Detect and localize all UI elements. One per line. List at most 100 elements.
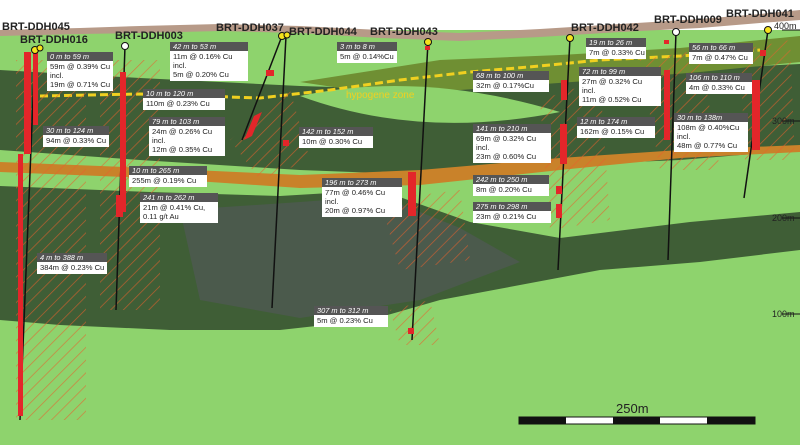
callout-header-box	[47, 52, 113, 61]
callout-interval: 79 m to 103 m	[152, 117, 199, 126]
intercept-callout: 307 m to 312 m5m @ 0.23% Cu	[314, 306, 388, 327]
callout-body-box	[579, 76, 661, 106]
callout-interval: 242 m to 250 m	[475, 175, 527, 184]
callout-grade: 162m @ 0.15% Cu	[580, 127, 644, 136]
callout-interval: 241 m to 262 m	[142, 193, 194, 202]
callout-grade: 108m @ 0.40%Cu	[677, 123, 739, 132]
hole-label: BRT-DDH041	[726, 8, 794, 20]
callout-grade: 69m @ 0.32% Cu	[476, 134, 536, 143]
intercept-callout: 56 m to 66 m7m @ 0.47% Cu	[689, 43, 753, 64]
callout-header-box	[299, 127, 373, 136]
callout-grade: incl.	[476, 143, 490, 152]
callout-header-box	[314, 306, 388, 315]
callout-grade: 24m @ 0.26% Cu	[152, 127, 212, 136]
callout-header-box	[37, 253, 107, 262]
callout-grade: 11m @ 0.16% Cu	[173, 52, 233, 61]
hole-label: BRT-DDH009	[654, 14, 722, 26]
elevation-axis: 400m 300m 200m 100m	[772, 21, 800, 319]
callout-header-box	[473, 202, 551, 211]
callout-grade: 5m @ 0.14%Cu	[340, 52, 394, 61]
callout-body-box	[37, 262, 107, 274]
collar-ddh042	[566, 34, 574, 42]
callout-grade: 21m @ 0.41% Cu,	[143, 203, 205, 212]
callout-grade: 0.11 g/t Au	[143, 212, 179, 221]
callout-header-box	[149, 117, 225, 126]
callout-header-box	[586, 38, 646, 47]
collars	[31, 26, 772, 54]
callout-grade: 19m @ 0.71% Cu	[50, 80, 110, 89]
callout-grade: 7m @ 0.47% Cu	[692, 53, 748, 62]
topography-band	[0, 10, 800, 41]
callout-grade: incl.	[325, 197, 339, 206]
callout-header-box	[674, 113, 748, 122]
callout-body-box	[674, 122, 748, 152]
callout-body-box	[47, 61, 113, 91]
hole-label: BRT-DDH043	[370, 26, 438, 38]
callout-grade: 384m @ 0.23% Cu	[40, 263, 104, 272]
callout-grade: 5m @ 0.23% Cu	[317, 316, 373, 325]
collar-ddh043	[424, 38, 432, 46]
collar-ddh009	[672, 28, 680, 36]
callout-interval: 72 m to 99 m	[582, 67, 625, 76]
callout-grade: 27m @ 0.32% Cu	[582, 77, 642, 86]
callout-grade: 110m @ 0.23% Cu	[146, 99, 210, 108]
callout-body-box	[686, 82, 752, 94]
hole-label: BRT-DDH042	[571, 22, 639, 34]
callout-grade: incl.	[582, 86, 596, 95]
light-lens	[300, 86, 560, 123]
callout-grade: 94m @ 0.33% Cu	[46, 136, 106, 145]
callout-body-box	[577, 126, 655, 138]
callout-body-box	[299, 136, 373, 148]
callout-header-box	[473, 124, 551, 133]
elevation-label: 400m	[774, 21, 797, 31]
callout-body-box	[322, 187, 402, 217]
hole-label: BRT-DDH016	[20, 34, 88, 46]
intercept-callout: 19 m to 26 m7m @ 0.33% Cu	[586, 38, 646, 59]
callout-grade: 48m @ 0.77% Cu	[677, 141, 737, 150]
callout-grade: 255m @ 0.19% Cu	[132, 176, 196, 185]
hypogene-zone-label: hypogene zone	[346, 90, 415, 101]
callout-body-box	[170, 51, 248, 81]
hole-label: BRT-DDH045	[2, 21, 70, 33]
callout-header-box	[140, 193, 218, 202]
callout-grade: 59m @ 0.39% Cu	[50, 62, 110, 71]
callout-header-box	[129, 166, 207, 175]
callout-body-box	[143, 98, 225, 110]
elevation-label: 100m	[772, 309, 795, 319]
callout-header-box	[686, 73, 752, 82]
callout-interval: 4 m to 388 m	[40, 253, 83, 262]
drill-traces	[18, 29, 769, 421]
callout-header-box	[43, 126, 109, 135]
callout-interval: 10 m to 265 m	[132, 166, 179, 175]
callout-body-box	[586, 47, 646, 59]
callout-body-box	[337, 51, 397, 63]
callout-grade: 23m @ 0.21% Cu	[476, 212, 536, 221]
callout-grade: 10m @ 0.30% Cu	[302, 137, 362, 146]
callout-interval: 19 m to 26 m	[589, 38, 632, 47]
callout-header-box	[577, 117, 655, 126]
callout-interval: 10 m to 120 m	[146, 89, 193, 98]
callout-body-box	[129, 175, 207, 187]
callout-body-box	[473, 211, 551, 223]
scale-label: 250m	[616, 401, 649, 416]
collar-ddh044	[283, 31, 291, 39]
callout-grade: 5m @ 0.20% Cu	[173, 70, 229, 79]
callout-header-box	[689, 43, 753, 52]
intercept-callout: 106 m to 110 m4m @ 0.33% Cu	[686, 73, 752, 94]
callout-interval: 196 m to 273 m	[325, 178, 376, 187]
callout-header-box	[473, 175, 549, 184]
callout-grade: 32m @ 0.17%Cu	[476, 81, 534, 90]
callout-grade: 11m @ 0.52% Cu	[582, 95, 642, 104]
callout-header-box	[337, 42, 397, 51]
callout-interval: 68 m to 100 m	[476, 71, 523, 80]
callout-grade: 7m @ 0.33% Cu	[589, 48, 645, 57]
